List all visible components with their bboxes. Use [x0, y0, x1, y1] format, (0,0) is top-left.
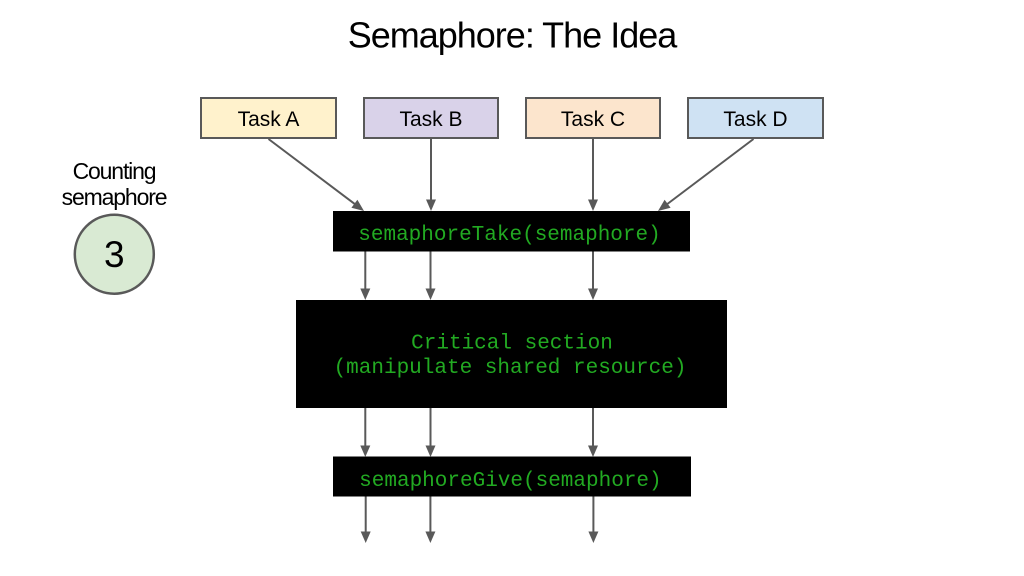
svg-text:Critical section: Critical section	[411, 333, 613, 356]
svg-text:Semaphore: The Idea: Semaphore: The Idea	[348, 15, 679, 56]
svg-text:semaphore: semaphore	[62, 184, 167, 210]
svg-text:Task C: Task C	[561, 108, 625, 131]
svg-text:Task A: Task A	[238, 108, 300, 131]
svg-text:Task B: Task B	[399, 108, 462, 131]
svg-text:3: 3	[104, 234, 125, 275]
svg-text:semaphoreTake(semaphore): semaphoreTake(semaphore)	[358, 224, 660, 247]
svg-text:Task D: Task D	[723, 108, 787, 131]
svg-text:semaphoreGive(semaphore): semaphoreGive(semaphore)	[359, 470, 661, 493]
svg-text:(manipulate shared resource): (manipulate shared resource)	[334, 357, 687, 380]
svg-text:Counting: Counting	[73, 158, 156, 184]
